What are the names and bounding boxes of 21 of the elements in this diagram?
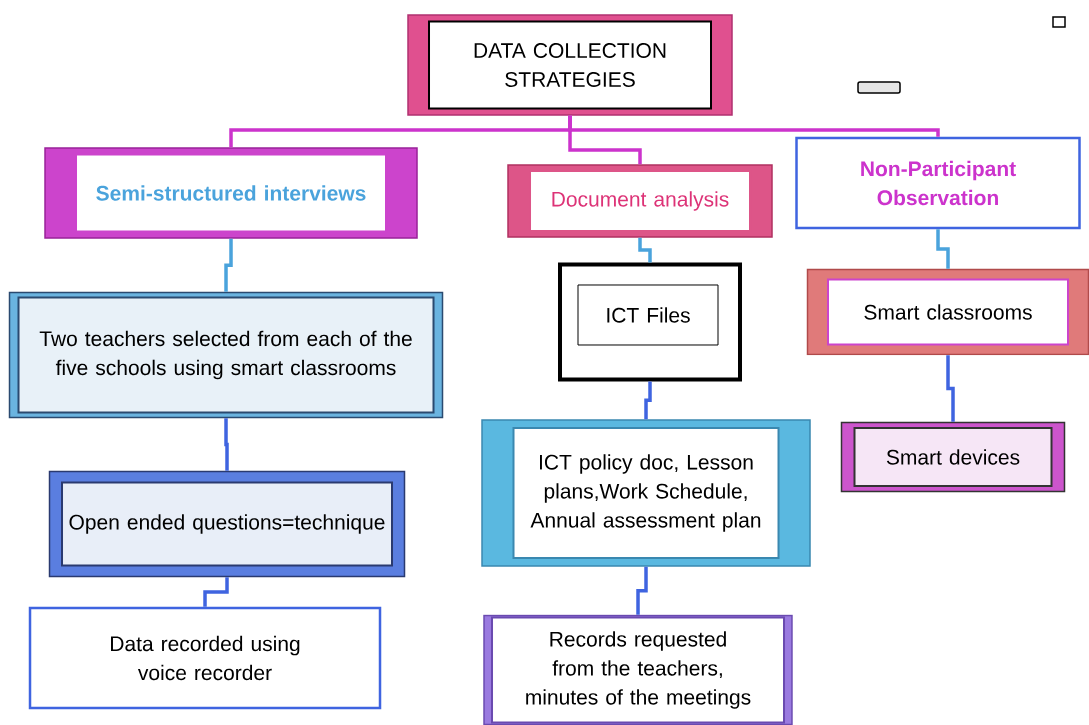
process-box: Data recorded using voice recorder [28, 606, 382, 710]
connector-line [636, 566, 648, 615]
bevel-box: Records requested from the teachers, minutes of the meetings [483, 614, 793, 725]
framed-box: ICT Files [558, 262, 742, 382]
connector-line [644, 381, 652, 420]
connector-line [224, 418, 229, 471]
bevel-box: Two teachers selected from each of the five schools using smart classrooms [8, 291, 444, 419]
bevel-box: Smart devices [840, 421, 1066, 493]
bevel-box: ICT policy doc, Lesson plans,Work Schedule, Annual assessment plan [481, 419, 811, 567]
bevel-box: Smart classrooms [806, 268, 1089, 356]
connector-line [936, 229, 950, 269]
bevel-box: Semi-structured interviews [44, 147, 418, 239]
connector-line [638, 237, 652, 263]
bevel-box: DATA COLLECTION STRATEGIES [407, 14, 733, 116]
process-box: Non-Participant Observation [795, 136, 1081, 230]
connector-line [568, 115, 940, 137]
bevel-box: Document analysis [507, 164, 773, 238]
connector-line [224, 238, 233, 292]
bevel-box: Open ended questions=technique [48, 470, 406, 578]
connector-line [946, 355, 955, 422]
connector-line [203, 577, 229, 607]
